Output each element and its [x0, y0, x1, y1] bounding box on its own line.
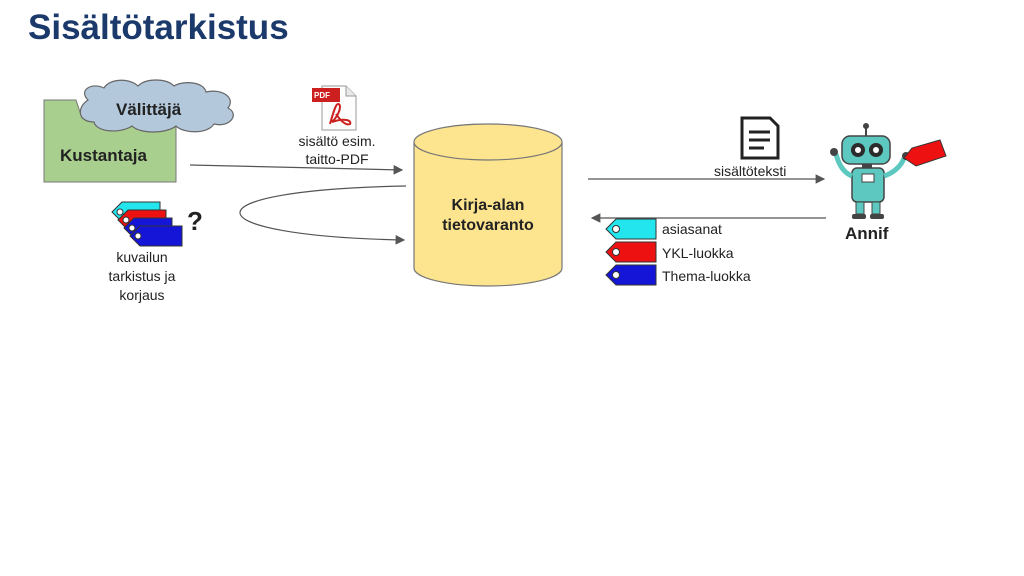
content-pdf-label: sisältö esim. taitto-PDF: [276, 132, 398, 168]
intermediary-label: Välittäjä: [116, 100, 182, 119]
annif-label: Annif: [845, 224, 889, 243]
database-label: Kirja-alan tietovaranto: [414, 196, 562, 236]
annif-robot-icon: [830, 123, 910, 219]
tag-label-thema-luokka: Thema-luokka: [662, 268, 751, 284]
database-label-line-1: Kirja-alan: [451, 197, 525, 214]
document-icon: [740, 116, 780, 160]
pdf-badge-label: PDF: [314, 91, 330, 100]
tag-label-asiasanat: asiasanat: [662, 221, 722, 237]
review-label: kuvailun tarkistus ja korjaus: [92, 248, 192, 305]
tag-asiasanat: [605, 218, 657, 240]
question-mark: ?: [187, 206, 203, 236]
review-label-line-3: korjaus: [119, 287, 165, 303]
annif-red-tag: [903, 139, 947, 167]
arrow-publisher-to-db: [189, 164, 404, 175]
database-label-line-2: tietovaranto: [442, 217, 534, 234]
review-tag-stack: [111, 201, 183, 247]
slide-title: Sisältötarkistus: [28, 8, 289, 47]
tag-label-ykl-luokka: YKL-luokka: [662, 245, 734, 261]
content-pdf-line-1: sisältö esim.: [298, 133, 376, 149]
content-pdf-line-2: taitto-PDF: [305, 151, 369, 167]
tag-ykl-luokka: [605, 241, 657, 263]
tag-thema-luokka: [605, 264, 657, 286]
arrow-db-loop-review: [239, 185, 407, 245]
publisher-label: Kustantaja: [60, 146, 147, 165]
pdf-icon: [312, 85, 357, 131]
content-text-label: sisältöteksti: [714, 163, 787, 179]
review-label-line-1: kuvailun: [116, 249, 168, 265]
database-cylinder: [413, 123, 563, 287]
intermediary-cloud: [79, 79, 234, 133]
review-label-line-2: tarkistus ja: [108, 268, 176, 284]
